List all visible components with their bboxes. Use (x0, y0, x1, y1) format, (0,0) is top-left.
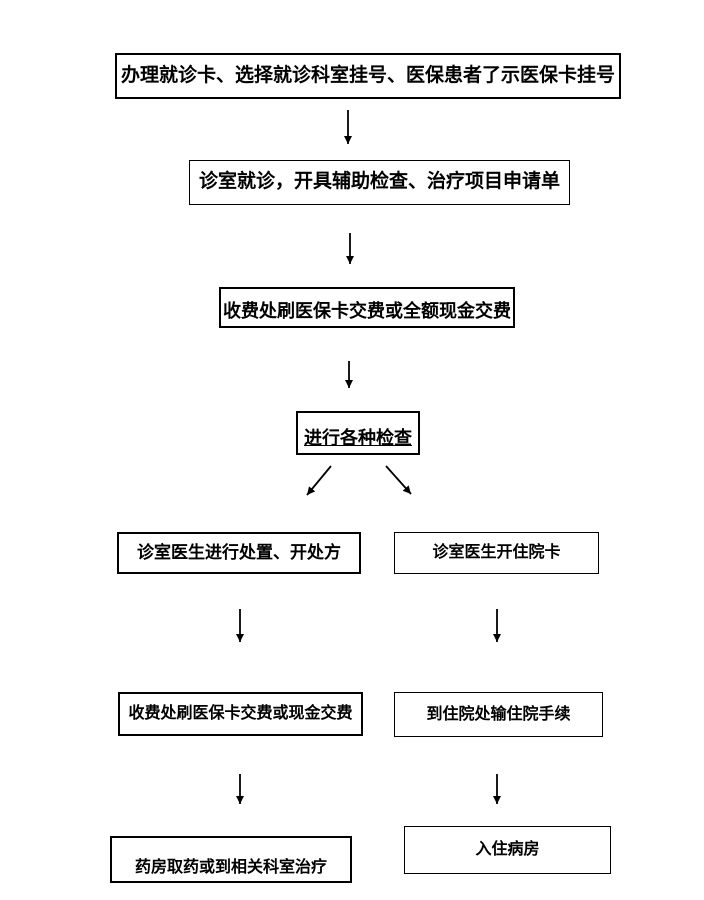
arrow-examinations-to-admission-card (385, 465, 412, 495)
arrow-examinations-to-treatment (306, 465, 332, 496)
node-admission-procedures: 到住院处输住院手续 (394, 692, 603, 737)
node-doctor-admission-card: 诊室医生开住院卡 (394, 532, 599, 574)
node-ward-admission: 入住病房 (404, 826, 611, 874)
node-payment-outpatient: 收费处刷医保卡交费或现金交费 (118, 692, 363, 736)
node-consultation-request-forms: 诊室就诊，开具辅助检查、治疗项目申请单 (189, 160, 570, 205)
node-payment-full: 收费处刷医保卡交费或全额现金交费 (219, 287, 515, 328)
node-examinations: 进行各种检查 (296, 411, 420, 455)
node-pharmacy-or-department-treatment: 药房取药或到相关科室治疗 (110, 836, 352, 883)
node-registration: 办理就诊卡、选择就诊科室挂号、医保患者了示医保卡挂号 (115, 53, 621, 99)
node-doctor-treatment-prescription: 诊室医生进行处置、开处方 (117, 532, 361, 574)
